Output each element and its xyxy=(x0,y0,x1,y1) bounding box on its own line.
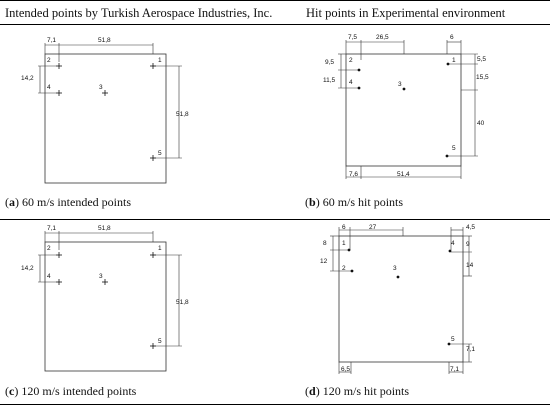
panel-a-dim-top-offset: 7,1 xyxy=(47,37,56,44)
panel-c-point-4 xyxy=(56,279,62,285)
panel-b-dim-right-mid: 15,5 xyxy=(476,74,489,81)
panel-a-caption: (a) 60 m/s intended points xyxy=(5,195,131,209)
panel-c-dim-left-height: 14,2 xyxy=(21,265,34,272)
panel-b-caption: (b) 60 m/s hit points xyxy=(305,195,404,209)
panel-a-point-2 xyxy=(56,63,62,69)
panel-b-label-2: 2 xyxy=(349,57,353,64)
panel-d-label-5: 5 xyxy=(451,336,455,343)
panel-d-point-5 xyxy=(447,342,451,346)
panel-c-point-1 xyxy=(150,252,156,258)
panel-c-point-3 xyxy=(102,279,108,285)
row-divider xyxy=(0,219,550,220)
panel-c-label-3: 3 xyxy=(99,273,103,280)
panel-d-dim-top-left-offset: 6 xyxy=(342,224,346,231)
panel-d-caption: (d) 120 m/s hit points xyxy=(305,384,410,398)
panel-d-label-3: 3 xyxy=(393,265,397,272)
panel-b-dim-bottom-width: 51,4 xyxy=(397,171,410,178)
panel-b-target-box xyxy=(345,53,462,167)
panel-a-point-5 xyxy=(150,155,156,161)
top-rule xyxy=(0,0,550,1)
panel-d-dim-bottom-right: 7,1 xyxy=(450,366,459,373)
panel-a-label-4: 4 xyxy=(47,84,51,91)
panel-d-dim-bottom-left: 6,5 xyxy=(341,366,350,373)
panel-a-dim-top-width: 51,8 xyxy=(98,37,111,44)
header-intended-points: Intended points by Turkish Aerospace Ind… xyxy=(5,6,273,20)
panel-c-caption: (c) 120 m/s intended points xyxy=(5,384,137,398)
panel-b-point-3 xyxy=(402,87,406,91)
panel-c-dim-top-width: 51,8 xyxy=(98,225,111,232)
panel-d-point-2 xyxy=(347,248,351,252)
panel-b-dim-top-width: 26,5 xyxy=(376,34,389,41)
panel-b-dim-top-right-offset: 6 xyxy=(450,34,454,41)
panel-a-label-1: 1 xyxy=(158,57,162,64)
panel-b-label-3: 3 xyxy=(398,81,402,88)
panel-d-dim-right-mid: 14 xyxy=(466,262,474,269)
header-hit-points: Hit points in Experimental environment xyxy=(306,6,506,20)
panel-d-label-1: 1 xyxy=(342,240,346,247)
panel-b-point-2 xyxy=(357,68,361,72)
panel-d-dim-top-right-offset: 4,5 xyxy=(466,224,475,231)
panel-a-label-2: 2 xyxy=(47,57,51,64)
panel-c-label-5: 5 xyxy=(158,338,162,345)
panel-c-label-1: 1 xyxy=(158,245,162,252)
panel-b-label-4: 4 xyxy=(349,79,353,86)
panel-c-dim-top-offset: 7,1 xyxy=(47,225,56,232)
header-rule xyxy=(0,24,550,25)
panel-b-dim-left-top: 9,5 xyxy=(325,59,334,66)
panel-d-dim-left-bottom: 12 xyxy=(320,258,328,265)
panel-b-dim-left-bottom: 11,5 xyxy=(323,77,336,84)
panel-d-point-3 xyxy=(396,275,400,279)
panel-c-point-5 xyxy=(150,343,156,349)
panel-c-point-2 xyxy=(56,252,62,258)
panel-d-label-4: 4 xyxy=(451,240,455,247)
panel-a-point-4 xyxy=(56,90,62,96)
panel-d-target-box xyxy=(338,235,464,363)
panel-d-dim-top-width: 27 xyxy=(369,224,377,231)
panel-d-point-1 xyxy=(448,249,452,253)
panel-b-dim-top-left-offset: 7,5 xyxy=(348,34,357,41)
panel-b-point-4 xyxy=(357,86,361,90)
panel-b-point-1 xyxy=(446,62,450,66)
panel-b-dim-right-top: 5,5 xyxy=(477,56,486,63)
panel-b-dim-right-bottom: 40 xyxy=(477,120,485,127)
panel-a-label-5: 5 xyxy=(158,150,162,157)
panel-a-dim-left-height: 14,2 xyxy=(21,75,34,82)
panel-d-dim-right-bottom: 7,1 xyxy=(466,346,475,353)
panel-d-dim-left-top: 8 xyxy=(323,240,327,247)
panel-b-label-5: 5 xyxy=(452,145,456,152)
panel-b-point-5 xyxy=(445,154,449,158)
panel-a-dim-right-height: 51,8 xyxy=(176,111,189,118)
panel-c-target-box xyxy=(44,241,167,372)
panel-a-target-box xyxy=(44,53,167,184)
panel-d-dim-right-top: 9 xyxy=(466,241,470,248)
panel-d-label-2: 2 xyxy=(342,265,346,272)
panel-d-point-4 xyxy=(350,269,354,273)
panel-c-dim-right-height: 51,8 xyxy=(176,299,189,306)
panel-a-point-1 xyxy=(150,63,156,69)
panel-b-label-1: 1 xyxy=(452,57,456,64)
panel-c-label-4: 4 xyxy=(47,273,51,280)
panel-a-point-3 xyxy=(102,90,108,96)
panel-b-dim-bottom-left: 7,6 xyxy=(349,171,358,178)
panel-c-label-2: 2 xyxy=(47,245,51,252)
panel-a-label-3: 3 xyxy=(99,84,103,91)
